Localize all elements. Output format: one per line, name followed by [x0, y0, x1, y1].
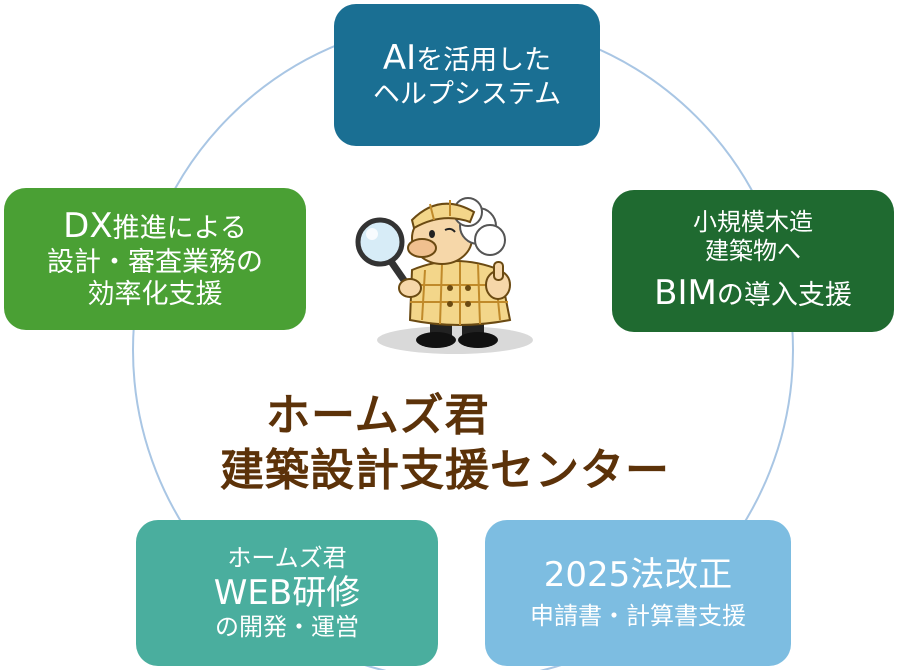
web-line3: の開発・運営	[215, 613, 359, 642]
dx-title-a: DX	[63, 206, 113, 247]
center-title-line1: ホームズ君	[266, 390, 490, 441]
bim-title-a: BIM	[654, 273, 717, 314]
dx-line3: 効率化支援	[87, 279, 223, 311]
center-title-line2: 建築設計支援センター	[220, 445, 670, 496]
web-line1: ホームズ君	[227, 543, 347, 572]
ai-line2: ヘルプシステム	[372, 79, 562, 111]
ai-title-b: を活用した	[416, 45, 552, 77]
ai-help-system-box[interactable]: AIを活用した ヘルプシステム	[334, 4, 600, 146]
web-title: WEB研修	[213, 572, 361, 613]
law-revision-box[interactable]: 2025法改正 申請書・計算書支援	[485, 520, 791, 666]
bim-line1: 小規模木造	[693, 207, 813, 236]
bim-support-box[interactable]: 小規模木造 建築物へ BIMの導入支援	[612, 190, 894, 332]
dx-line2: 設計・審査業務の	[47, 247, 263, 278]
bim-line2: 建築物へ	[705, 236, 801, 265]
law-line2: 申請書・計算書支援	[530, 602, 746, 630]
law-title: 2025法改正	[543, 555, 733, 596]
detective-mascot-icon	[355, 197, 533, 354]
center-title: ホームズ君 建築設計支援センター	[220, 388, 740, 498]
dx-efficiency-box[interactable]: DX推進による 設計・審査業務の 効率化支援	[4, 188, 306, 330]
bim-title-b: の導入支援	[716, 280, 852, 312]
web-training-box[interactable]: ホームズ君 WEB研修 の開発・運営	[136, 520, 438, 666]
ai-title-a: AI	[382, 38, 417, 79]
dx-title-b: 推進による	[112, 213, 247, 245]
